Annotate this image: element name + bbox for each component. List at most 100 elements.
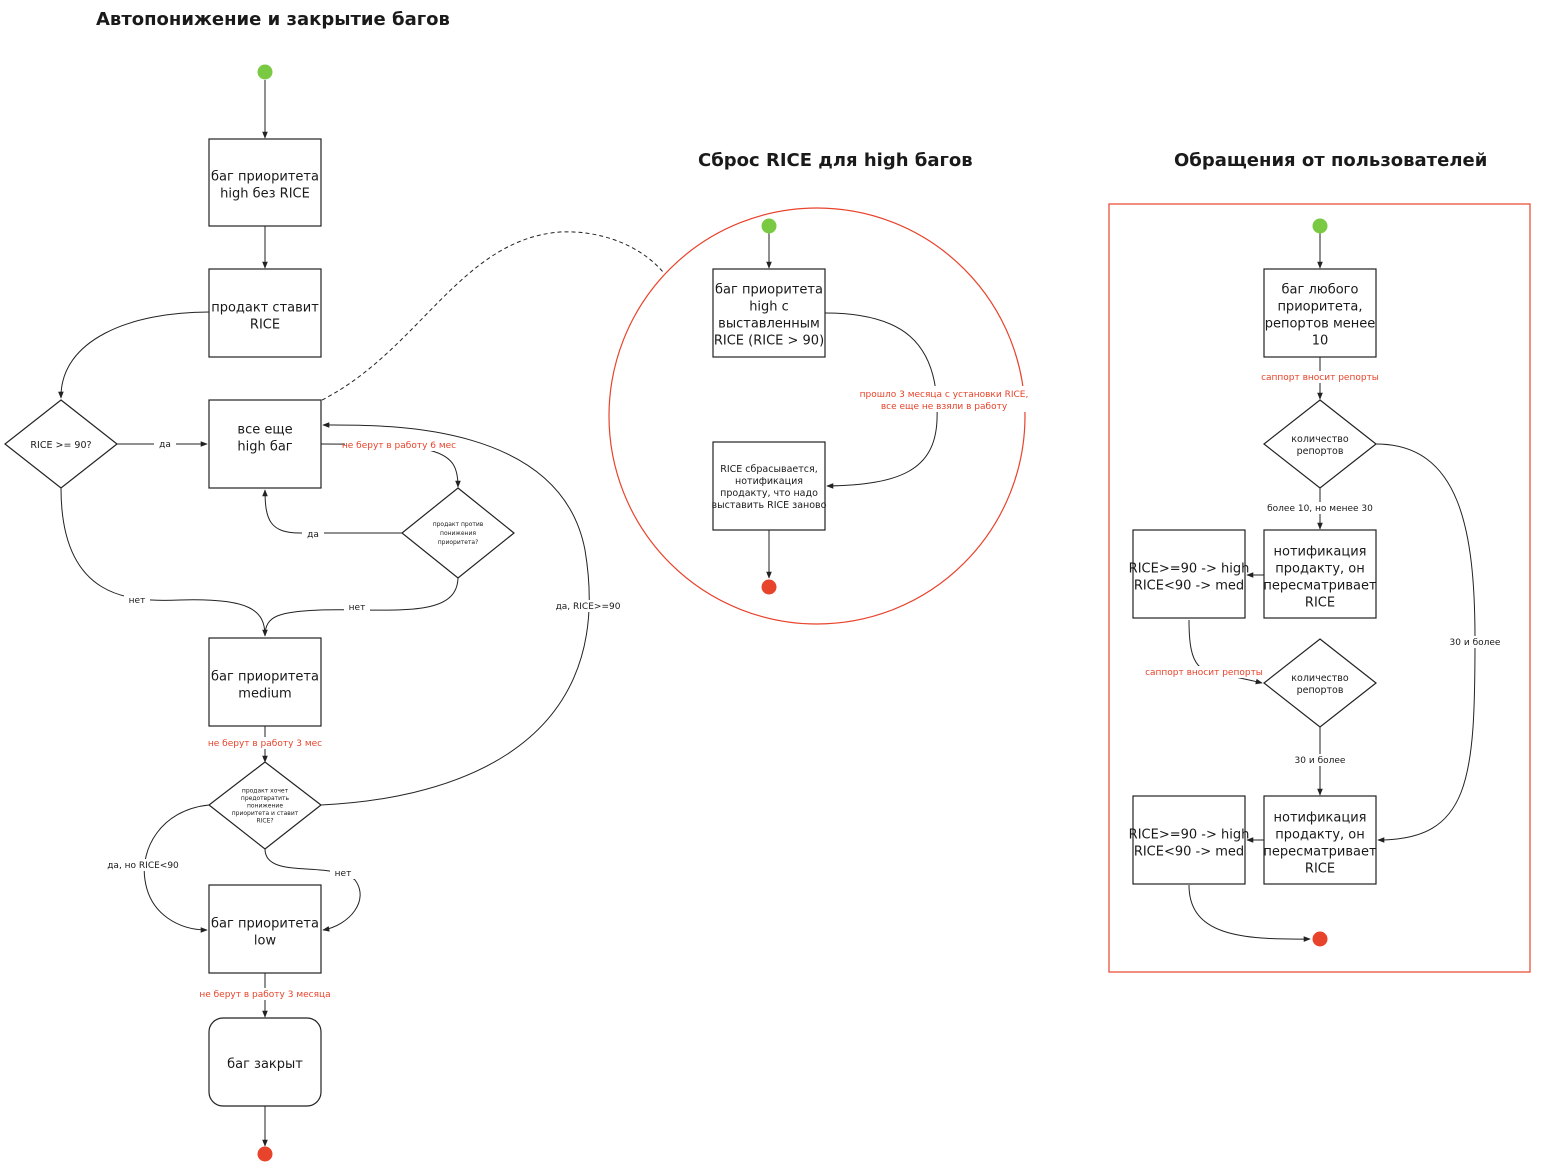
text-line: приоритета и ставит xyxy=(232,810,299,817)
label-support-1: саппорт вносит репорты xyxy=(1261,373,1379,383)
text-line: продакт хочет xyxy=(242,788,289,795)
text-line: RICE xyxy=(1305,861,1335,876)
title-user-requests: Обращения от пользователей xyxy=(1174,150,1487,171)
text-line: RICE>=90 -> high xyxy=(1129,827,1250,842)
text-line: продакт против xyxy=(433,521,484,528)
label-30-more-1: 30 и более xyxy=(1450,638,1501,648)
node-any-bug[interactable]: баг любого приоритета, репортов менее 10 xyxy=(1263,268,1377,358)
text-line: low xyxy=(254,933,277,948)
text-line: количество xyxy=(1291,673,1349,684)
text-line: пересматривает xyxy=(1263,844,1377,859)
label-yes-1: да xyxy=(159,440,171,450)
title-auto-demotion: Автопонижение и закрытие багов xyxy=(96,9,450,30)
text-line: репортов xyxy=(1297,685,1344,696)
decision-rice-90[interactable]: RICE >= 90? xyxy=(4,399,118,489)
end-dot-left xyxy=(257,1146,273,1162)
end-dot-mid xyxy=(761,579,777,595)
label-not-taken-6: не берут в работу 6 мес xyxy=(342,441,456,451)
node-text: баг приоритета medium xyxy=(211,669,319,701)
label-no-3: нет xyxy=(335,869,352,879)
left-edges xyxy=(58,80,590,1147)
start-dot-mid xyxy=(761,218,777,234)
text-line: приоритета? xyxy=(438,539,479,546)
node-text: RICE >= 90? xyxy=(30,440,91,451)
text-line: репортов xyxy=(1297,446,1344,457)
node-medium[interactable]: баг приоритета medium xyxy=(208,637,322,727)
label-no-2: нет xyxy=(349,603,366,613)
text-line: RICE? xyxy=(256,818,273,825)
text-line: понижение xyxy=(247,803,283,810)
label-yes-rice90: да, RICE>=90 xyxy=(556,602,621,612)
text-line: RICE сбрасывается, xyxy=(720,464,817,475)
text-line: продакт ставит xyxy=(211,300,319,315)
end-dot-right xyxy=(1312,931,1328,947)
text-line: баг приоритета xyxy=(211,916,319,931)
label-not-taken-3m: не берут в работу 3 месяца xyxy=(199,990,330,1000)
label-yes-2: да xyxy=(307,530,319,540)
text-line: баг приоритета xyxy=(715,282,823,297)
text-line: прошло 3 месяца с установки RICE, xyxy=(860,390,1029,400)
node-bug-closed[interactable]: баг закрыт xyxy=(208,1017,322,1107)
text-line: RICE>=90 -> high xyxy=(1129,561,1250,576)
node-text: баг приоритета low xyxy=(211,916,319,948)
node-low[interactable]: баг приоритета low xyxy=(208,884,322,974)
text-line: баг любого xyxy=(1282,282,1359,297)
text-line: high с xyxy=(749,299,789,314)
text-line: продакту, он xyxy=(1275,561,1365,576)
text-line: RICE >= 90? xyxy=(30,440,91,451)
text-line: репортов менее xyxy=(1265,316,1376,331)
label-3-months: прошло 3 месяца с установки RICE,все еще… xyxy=(860,390,1029,412)
text-line: нотификация xyxy=(1274,810,1367,825)
text-line: RICE<90 -> med xyxy=(1134,578,1244,593)
text-line: выставленным xyxy=(718,316,820,331)
label-not-taken-3: не берут в работу 3 мес xyxy=(208,739,322,749)
label-10-30: более 10, но менее 30 xyxy=(1267,504,1373,514)
label-30-more-2: 30 и более xyxy=(1295,756,1346,766)
text-line: high без RICE xyxy=(220,186,310,201)
start-dot-right xyxy=(1312,218,1328,234)
text-line: 10 xyxy=(1312,333,1329,348)
mid-edges xyxy=(766,233,938,579)
text-line: количество xyxy=(1291,434,1349,445)
text-line: нотификация xyxy=(735,476,803,487)
text-line: RICE xyxy=(250,317,280,332)
text-line: продакту, что надо xyxy=(720,488,818,499)
text-line: приоритета, xyxy=(1277,299,1362,314)
text-line: баг закрыт xyxy=(227,1057,303,1072)
text-line: medium xyxy=(238,686,291,701)
text-line: RICE<90 -> med xyxy=(1134,844,1244,859)
start-dot-left xyxy=(257,64,273,80)
label-yes-lt90: да, но RICE<90 xyxy=(107,861,179,871)
text-line: нотификация xyxy=(1274,544,1367,559)
text-line: баг приоритета xyxy=(211,669,319,684)
text-line: RICE xyxy=(1305,595,1335,610)
node-text: баг любого приоритета, репортов менее 10 xyxy=(1265,282,1376,348)
